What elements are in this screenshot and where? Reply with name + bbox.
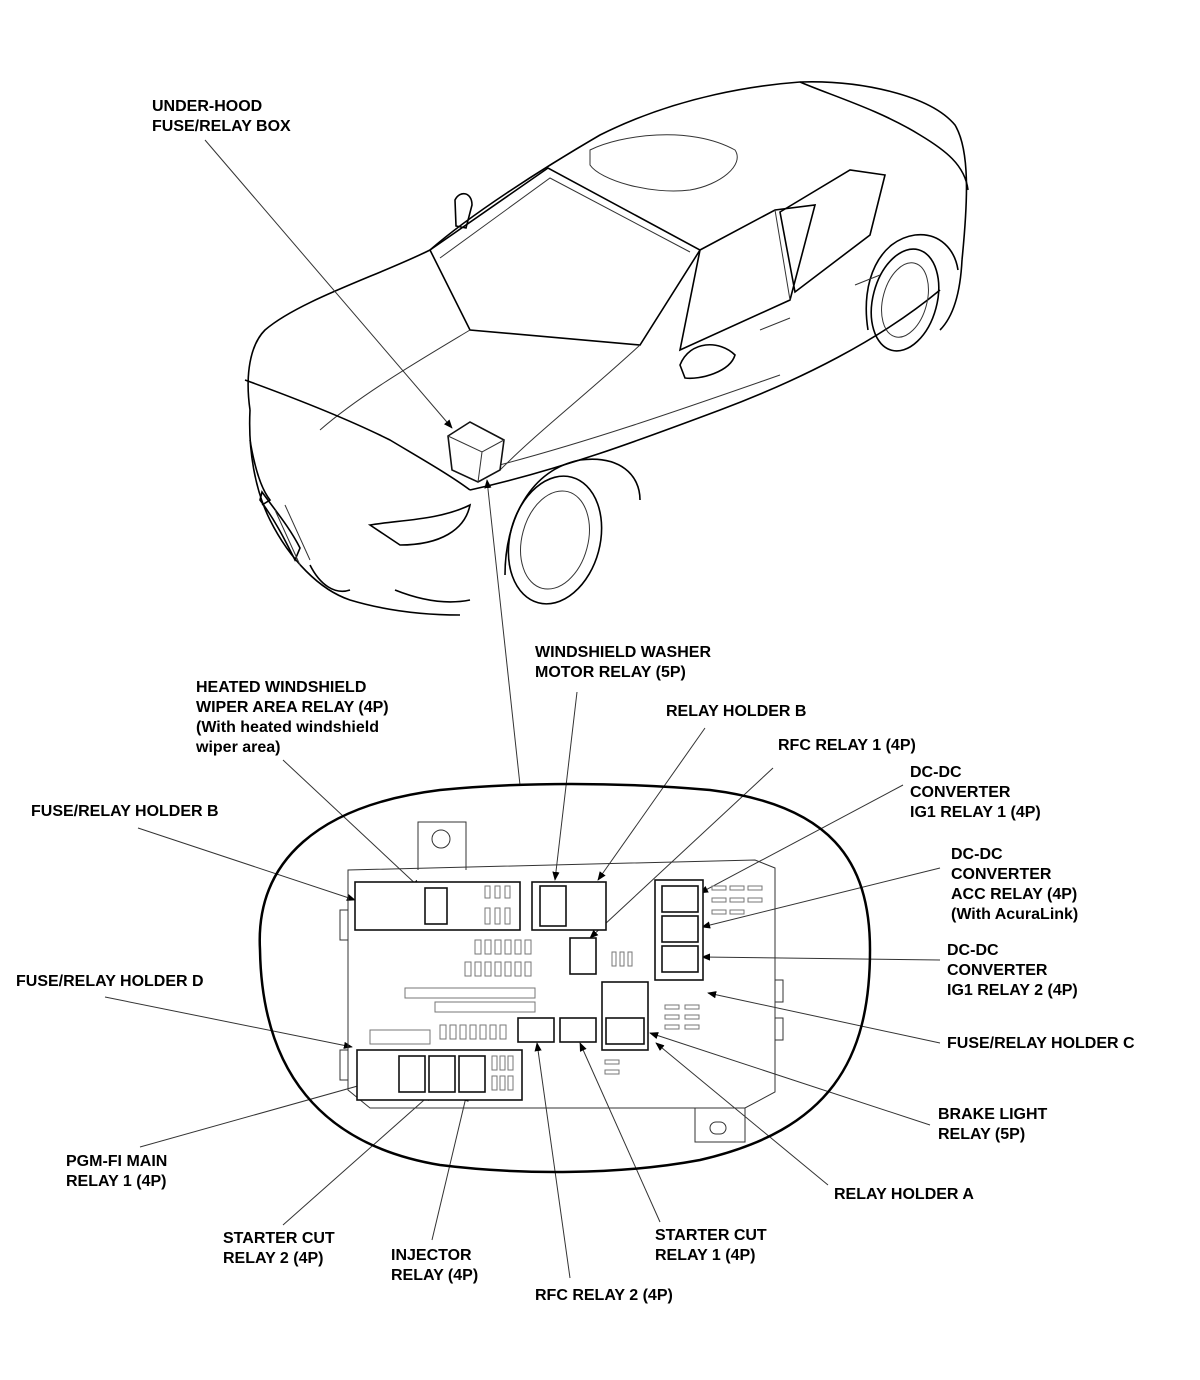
label-fuse-relay-holder-c: FUSE/RELAY HOLDER C	[947, 1034, 1135, 1054]
label-line: RELAY 1 (4P)	[655, 1247, 756, 1264]
label-line: RFC RELAY 1 (4P)	[778, 737, 916, 754]
label-line: RELAY HOLDER B	[666, 703, 807, 720]
label-dc-dc-converter-ig1-relay-2: DC-DC CONVERTER IG1 RELAY 2 (4P)	[947, 941, 1078, 1001]
label-line: WINDSHIELD WASHER	[535, 644, 711, 661]
label-line: STARTER CUT	[223, 1230, 335, 1247]
label-line: DC-DC	[910, 764, 962, 781]
label-line: ACC RELAY (4P)	[951, 886, 1078, 903]
car-illustration	[244, 81, 969, 616]
label-line: UNDER-HOOD	[152, 98, 263, 115]
label-line: DC-DC	[951, 846, 1003, 863]
label-line: FUSE/RELAY BOX	[152, 118, 291, 135]
leader-lines	[104, 139, 941, 1279]
label-pgm-fi-main-relay-1: PGM-FI MAIN RELAY 1 (4P)	[66, 1152, 167, 1192]
fuse-box-detail	[258, 782, 872, 1174]
label-line: FUSE/RELAY HOLDER C	[947, 1035, 1135, 1052]
label-windshield-washer-motor-relay: WINDSHIELD WASHER MOTOR RELAY (5P)	[535, 643, 711, 683]
label-line: HEATED WINDSHIELD	[196, 679, 367, 696]
label-line: DC-DC	[947, 942, 999, 959]
label-starter-cut-relay-2: STARTER CUT RELAY 2 (4P)	[223, 1229, 335, 1269]
label-line: (With AcuraLink)	[951, 906, 1079, 923]
label-line: FUSE/RELAY HOLDER D	[16, 973, 204, 990]
label-line: INJECTOR	[391, 1247, 472, 1264]
label-line: FUSE/RELAY HOLDER B	[31, 803, 219, 820]
label-brake-light-relay: BRAKE LIGHT RELAY (5P)	[938, 1105, 1047, 1145]
label-line: CONVERTER	[910, 784, 1011, 801]
label-line: IG1 RELAY 2 (4P)	[947, 982, 1078, 999]
label-relay-holder-a: RELAY HOLDER A	[834, 1185, 974, 1205]
label-line: MOTOR RELAY (5P)	[535, 664, 686, 681]
label-starter-cut-relay-1: STARTER CUT RELAY 1 (4P)	[655, 1226, 767, 1266]
label-line: STARTER CUT	[655, 1227, 767, 1244]
label-line: RELAY (4P)	[391, 1267, 479, 1284]
label-line: RELAY 2 (4P)	[223, 1250, 324, 1267]
label-rfc-relay-2: RFC RELAY 2 (4P)	[535, 1286, 673, 1306]
label-fuse-relay-holder-b: FUSE/RELAY HOLDER B	[31, 802, 219, 822]
label-line: wiper area)	[196, 739, 281, 756]
label-rfc-relay-1: RFC RELAY 1 (4P)	[778, 736, 916, 756]
label-fuse-relay-holder-d: FUSE/RELAY HOLDER D	[16, 972, 204, 992]
label-dc-dc-converter-acc-relay: DC-DC CONVERTER ACC RELAY (4P) (With Acu…	[951, 845, 1078, 925]
label-under-hood-fuse-relay-box: UNDER-HOOD FUSE/RELAY BOX	[152, 97, 291, 137]
under-hood-box-icon	[447, 421, 505, 483]
label-line: BRAKE LIGHT	[938, 1106, 1048, 1123]
label-line: RFC RELAY 2 (4P)	[535, 1287, 673, 1304]
label-line: PGM-FI MAIN	[66, 1153, 168, 1170]
label-line: RELAY HOLDER A	[834, 1186, 974, 1203]
label-line: WIPER AREA RELAY (4P)	[196, 699, 389, 716]
label-line: CONVERTER	[947, 962, 1048, 979]
label-line: CONVERTER	[951, 866, 1052, 883]
label-injector-relay: INJECTOR RELAY (4P)	[391, 1246, 478, 1286]
label-dc-dc-converter-ig1-relay-1: DC-DC CONVERTER IG1 RELAY 1 (4P)	[910, 763, 1041, 823]
label-line: (With heated windshield	[196, 719, 379, 736]
label-line: RELAY 1 (4P)	[66, 1173, 167, 1190]
label-line: IG1 RELAY 1 (4P)	[910, 804, 1041, 821]
label-relay-holder-b: RELAY HOLDER B	[666, 702, 806, 722]
label-line: RELAY (5P)	[938, 1126, 1026, 1143]
label-heated-windshield-wiper-area-relay: HEATED WINDSHIELD WIPER AREA RELAY (4P) …	[196, 678, 389, 758]
